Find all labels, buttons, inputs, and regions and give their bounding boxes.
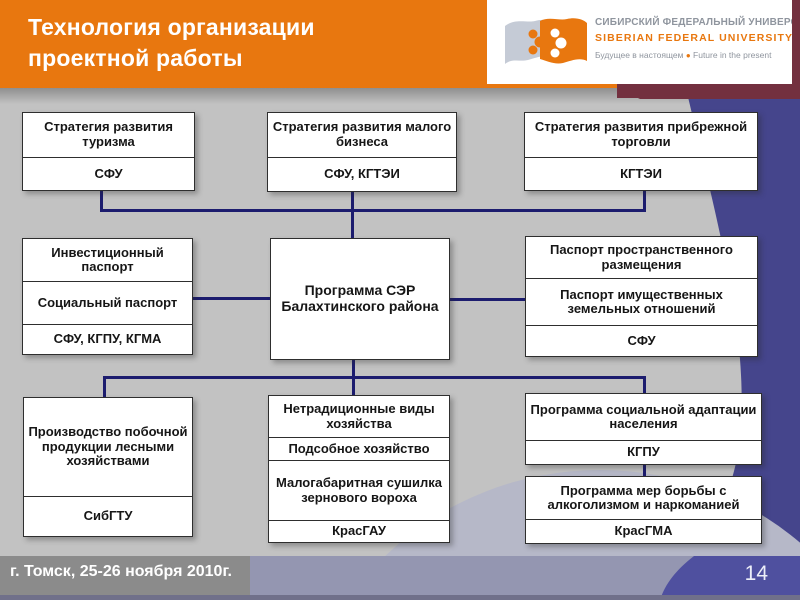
connector-line <box>643 465 646 476</box>
connector-line <box>103 376 106 397</box>
connector-line <box>100 191 103 210</box>
box-section: СФУ, КГПУ, КГМА <box>23 323 192 354</box>
diagram-box-passports-right: Паспорт пространственного размещения Пас… <box>525 236 758 357</box>
connector-line <box>643 191 646 210</box>
diagram-box-forestry-production: Производство побочной продукции лесными … <box>23 397 193 537</box>
diagram-box-program-ser: Программа СЭР Балахтинского района <box>270 238 450 360</box>
maroon-edge-strip <box>792 0 800 98</box>
diagram-box-social-adaptation: Программа социальной адаптации населения… <box>525 393 762 465</box>
box-section: Социальный паспорт <box>23 281 192 323</box>
logo-tagline: Будущее в настоящем ● Future in the pres… <box>595 50 791 60</box>
box-section: СФУ <box>526 325 757 356</box>
diagram-box-strategy-coastal-trade: Стратегия развития прибрежной торговли К… <box>524 112 758 191</box>
logo-name-en: SIBERIAN FEDERAL UNIVERSITY <box>595 32 794 44</box>
header-shadow <box>0 88 800 104</box>
connector-line <box>643 376 646 393</box>
connector-line <box>100 209 646 212</box>
box-section: СФУ <box>23 156 194 190</box>
diagram-box-nontraditional-farming: Нетрадиционные виды хозяйства Подсобное … <box>268 395 450 543</box>
box-section: Стратегия развития туризма <box>44 119 173 149</box>
logo-tagline-en: Future in the present <box>693 50 772 60</box>
diagram-box-anti-alcohol-program: Программа мер борьбы с алкоголизмом и на… <box>525 476 762 544</box>
diagram-box-passports-left: Инвестиционный паспорт Социальный паспор… <box>22 238 193 355</box>
logo-text-block: СИБИРСКИЙ ФЕДЕРАЛЬНЫЙ УНИВЕРСИТЕТ SIBERI… <box>595 17 800 60</box>
blue-side-band <box>664 97 800 600</box>
box-section: КрасГАУ <box>269 519 449 542</box>
box-section: СибГТУ <box>24 495 192 536</box>
box-section: Стратегия развития прибрежной торговли <box>534 119 748 149</box>
box-section: КрасГМА <box>526 519 761 543</box>
slide-title: Технология организации проектной работы <box>28 14 315 71</box>
box-section: Нетрадиционные виды хозяйства <box>283 401 435 431</box>
box-section: Подсобное хозяйство <box>269 437 449 460</box>
logo-name-ru: СИБИРСКИЙ ФЕДЕРАЛЬНЫЙ УНИВЕРСИТЕТ <box>595 17 800 28</box>
footer-blue-corner <box>660 556 800 600</box>
box-section: Программа СЭР Балахтинского района <box>281 282 439 314</box>
box-section: Программа социальной адаптации населения <box>530 401 757 432</box>
diagram-box-strategy-small-business: Стратегия развития малого бизнеса СФУ, К… <box>267 112 457 192</box>
connector-line <box>103 376 646 379</box>
box-section: Паспорт имущественных земельных отношени… <box>526 278 757 325</box>
box-section: Программа мер борьбы с алкоголизмом и на… <box>547 482 740 513</box>
footer-date: г. Томск, 25-26 ноября 2010г. <box>10 563 232 580</box>
orange-dot-icon: ● <box>685 51 691 60</box>
diagram-box-strategy-tourism: Стратегия развития туризма СФУ <box>22 112 195 191</box>
box-section: Малогабаритная сушилка зернового вороха <box>269 460 449 520</box>
page-number: 14 <box>744 562 768 585</box>
box-section: Паспорт пространственного размещения <box>549 242 733 272</box>
connector-line <box>193 297 271 300</box>
box-section: Производство побочной продукции лесными … <box>28 424 188 469</box>
maroon-top-strip <box>617 84 800 98</box>
footer-date-panel <box>0 556 250 600</box>
box-section: КГПУ <box>526 440 761 464</box>
logo-tagline-ru: Будущее в настоящем <box>595 50 684 60</box>
sfu-logo-panel: СИБИРСКИЙ ФЕДЕРАЛЬНЫЙ УНИВЕРСИТЕТ SIBERI… <box>487 0 800 84</box>
box-section: КГТЭИ <box>525 156 757 190</box>
box-section: СФУ, КГТЭИ <box>268 156 456 191</box>
box-section: Стратегия развития малого бизнеса <box>272 119 452 149</box>
box-section: Инвестиционный паспорт <box>51 244 164 275</box>
connector-line <box>351 192 354 238</box>
footer-bottom-strip <box>0 595 800 600</box>
connector-line <box>449 298 526 301</box>
slide-header: Технология организации проектной работы … <box>0 0 800 88</box>
sfu-flags-icon <box>505 18 587 65</box>
